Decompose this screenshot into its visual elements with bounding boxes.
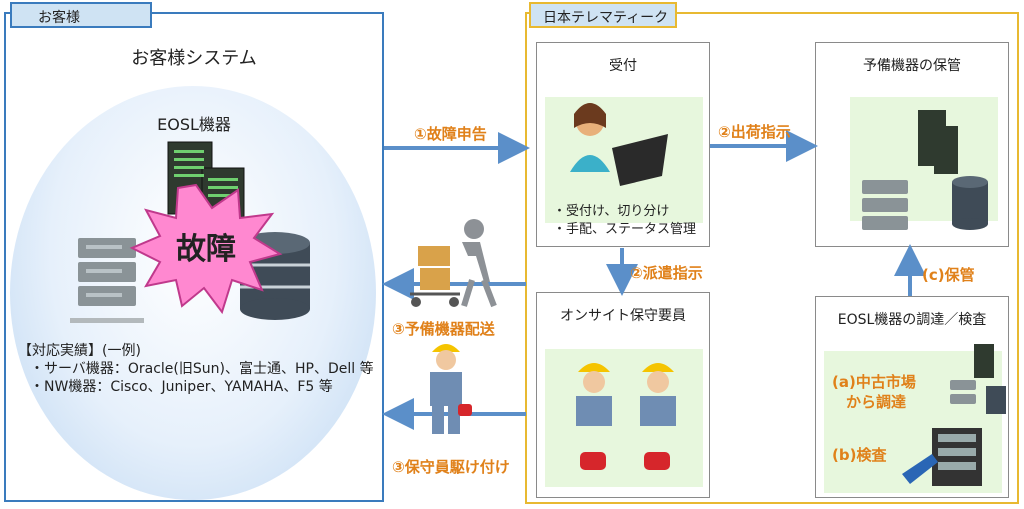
customer-tab: お客様 bbox=[10, 2, 152, 28]
delivery-person-icon bbox=[410, 219, 497, 308]
reception-bullets: ・受付け、切り分け ・手配、ステータス管理 bbox=[553, 203, 696, 239]
storage-title: 予備機器の保管 bbox=[863, 58, 961, 74]
storage-servers-icon bbox=[862, 110, 988, 230]
track-record-note: 【対応実績】(一例) ・サーバ機器：Oracle(旧Sun)、富士通、HP、De… bbox=[18, 342, 374, 396]
rack-server-icon bbox=[70, 238, 144, 323]
onsite-title: オンサイト保守要員 bbox=[560, 308, 686, 324]
reception-box: 受付 ・受付け、切り分け ・手配、ステータス管理 bbox=[536, 42, 710, 247]
procurement-step-a: (a)中古市場 から調達 bbox=[832, 372, 916, 412]
onsite-illustration-bg bbox=[545, 349, 703, 487]
inspection-rack-icon bbox=[902, 428, 982, 486]
reception-title: 受付 bbox=[609, 58, 637, 74]
reception-bullet-2: ・手配、ステータス管理 bbox=[553, 222, 697, 237]
engineer-rush-label: ③保守員駆け付け bbox=[392, 458, 510, 476]
operator-icon bbox=[570, 103, 668, 186]
procurement-servers-icon bbox=[950, 344, 1006, 414]
fault-label: 故障 bbox=[176, 232, 236, 267]
onsite-staff-icon bbox=[576, 363, 676, 470]
track-record-nw: ・NW機器：Cisco、Juniper、YAMAHA、F5 等 bbox=[30, 379, 333, 395]
eosl-label: EOSL機器 bbox=[157, 115, 231, 134]
ship-instruction-label: ②出荷指示 bbox=[718, 123, 791, 141]
procurement-title: EOSL機器の調達／検査 bbox=[837, 312, 987, 328]
reception-bullet-1: ・受付け、切り分け bbox=[553, 204, 670, 219]
dispatch-instruction-label: ②派遣指示 bbox=[630, 264, 703, 282]
fault-burst-icon bbox=[129, 183, 283, 315]
track-record-heading: 【対応実績】(一例) bbox=[18, 343, 141, 359]
customer-system-title: お客様システム bbox=[131, 48, 257, 69]
company-tab: 日本テレマティーク bbox=[529, 2, 677, 28]
track-record-server: ・サーバ機器：Oracle(旧Sun)、富士通、HP、Dell 等 bbox=[30, 361, 374, 377]
company-panel bbox=[525, 12, 1019, 504]
onsite-box: オンサイト保守要員 bbox=[536, 292, 710, 498]
field-engineer-icon bbox=[430, 344, 472, 434]
fault-report-label: ①故障申告 bbox=[414, 125, 487, 143]
procurement-step-a-line2: から調達 bbox=[846, 393, 907, 411]
storage-step-label: (c)保管 bbox=[922, 266, 975, 284]
customer-panel bbox=[4, 12, 384, 502]
procurement-step-a-line1: (a)中古市場 bbox=[832, 373, 916, 391]
procurement-step-b: (b)検査 bbox=[832, 446, 887, 464]
spare-delivery-label: ③予備機器配送 bbox=[392, 320, 495, 338]
